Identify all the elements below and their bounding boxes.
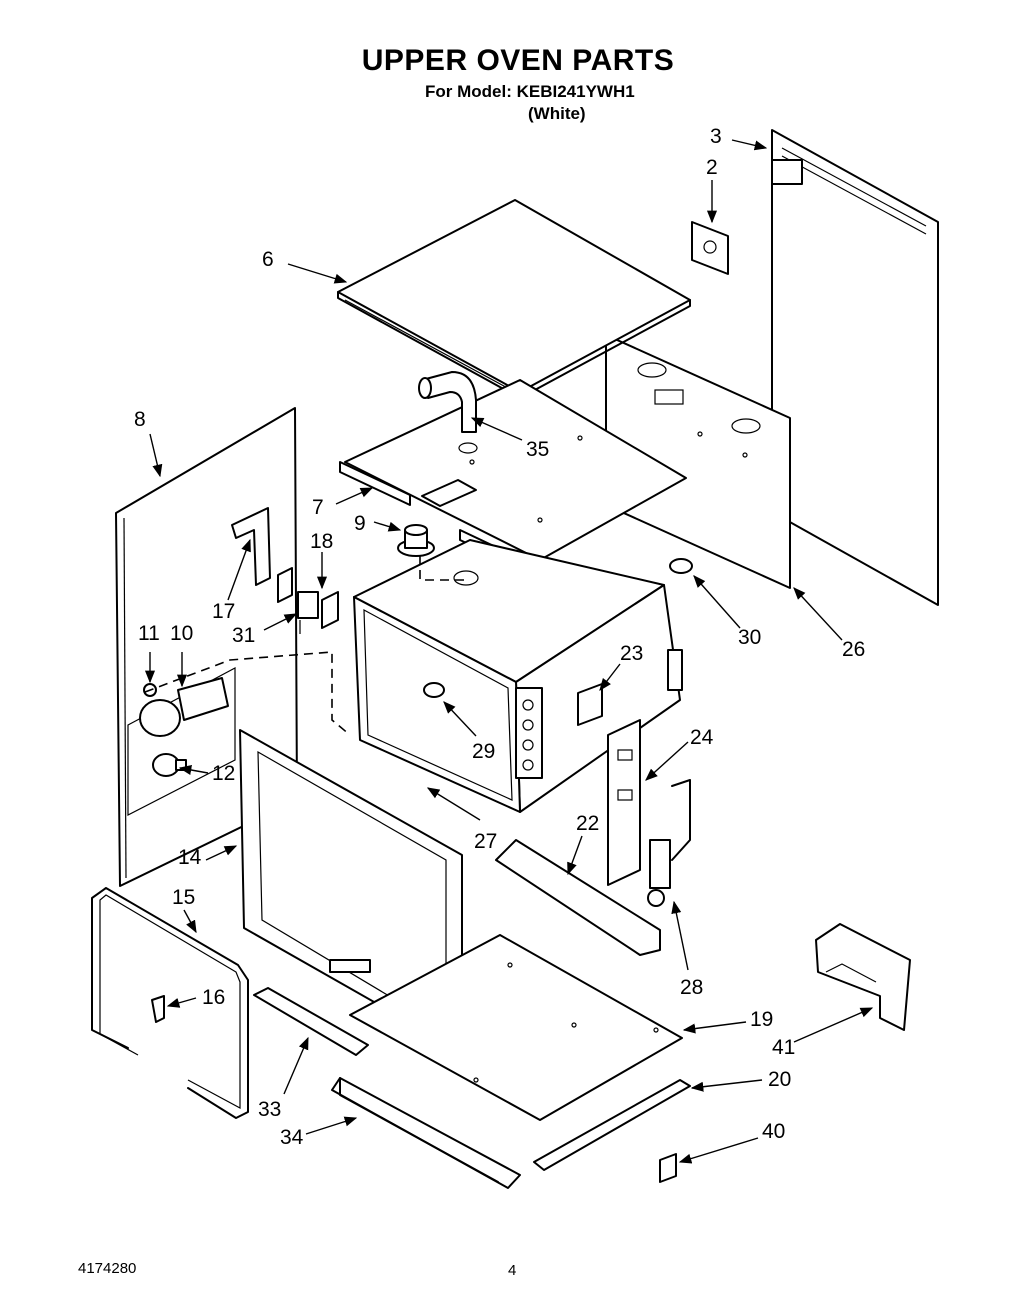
hinge-part-17 <box>231 507 271 586</box>
callout-19: 19 <box>750 1008 773 1031</box>
callout-11: 11 <box>138 622 160 645</box>
color-line: (White) <box>528 104 586 123</box>
page-number: 4 <box>508 1262 517 1279</box>
hinge-bracket-part-24 <box>607 719 641 886</box>
callout-29: 29 <box>472 740 495 763</box>
clip-part-40 <box>659 1153 677 1183</box>
vent-tube-part-35 <box>418 371 478 454</box>
callout-26: 26 <box>842 638 865 661</box>
callout-30: 30 <box>738 626 761 649</box>
callout-6: 6 <box>262 248 274 271</box>
bracket-part-2 <box>691 221 729 275</box>
callout-31: 31 <box>232 624 255 647</box>
bracket-part-18 <box>277 567 339 629</box>
callout-41: 41 <box>772 1036 795 1059</box>
bracket-part-23 <box>577 683 603 726</box>
callout-27: 27 <box>474 830 497 853</box>
callout-8: 8 <box>134 408 146 431</box>
leader-lines <box>144 139 874 1164</box>
callout-34: 34 <box>280 1126 304 1149</box>
rail-part-22 <box>495 839 661 956</box>
callout-2: 2 <box>706 156 718 179</box>
callout-10: 10 <box>170 622 193 645</box>
lamp-assembly-part-10 <box>127 667 236 816</box>
bottom-panel-part-19 <box>349 934 683 1121</box>
trim-part-34 <box>331 1077 521 1189</box>
callout-33: 33 <box>258 1098 281 1121</box>
callout-24: 24 <box>690 726 714 749</box>
callout-16: 16 <box>202 986 225 1009</box>
trim-part-20 <box>533 1079 691 1171</box>
callout-12: 12 <box>212 762 235 785</box>
thermostat-part-9 <box>397 524 435 557</box>
rear-panel-part-3 <box>771 129 939 606</box>
callout-23: 23 <box>620 642 643 665</box>
callout-22: 22 <box>576 812 599 835</box>
callout-15: 15 <box>172 886 195 909</box>
switch-part-31 <box>297 591 319 634</box>
page-title: UPPER OVEN PARTS <box>361 44 675 77</box>
callout-9: 9 <box>354 512 366 535</box>
clip-part-16 <box>151 995 165 1023</box>
callout-7: 7 <box>312 496 324 519</box>
callout-18: 18 <box>310 530 333 553</box>
trim-part-33 <box>253 987 369 1056</box>
callout-3: 3 <box>710 125 722 148</box>
document-number: 4174280 <box>78 1260 137 1277</box>
callout-14: 14 <box>178 846 202 869</box>
plug-part-29 <box>423 682 445 698</box>
callout-40: 40 <box>762 1120 785 1143</box>
plug-part-30 <box>669 558 693 574</box>
model-line: For Model: KEBI241YWH1 <box>425 82 635 101</box>
callout-17: 17 <box>212 600 235 623</box>
callout-28: 28 <box>680 976 703 999</box>
lamp-bulb-part-12 <box>152 753 187 777</box>
callout-20: 20 <box>768 1068 791 1091</box>
latch-part-28 <box>647 779 691 907</box>
bracket-part-41 <box>815 923 911 1031</box>
gasket-part-15 <box>91 887 249 1119</box>
callout-35: 35 <box>526 438 549 461</box>
